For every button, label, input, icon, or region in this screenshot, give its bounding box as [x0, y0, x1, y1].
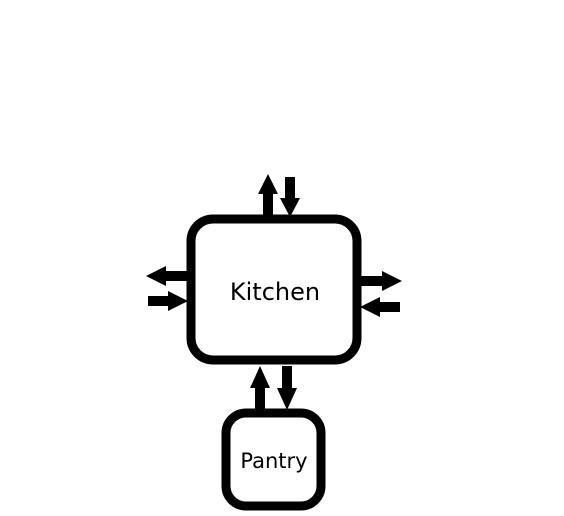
- kitchen-label: Kitchen: [230, 278, 320, 306]
- pantry-node: [221, 408, 326, 511]
- pantry-label: Pantry: [240, 449, 307, 473]
- kitchen-right-in-arrow: [360, 297, 400, 317]
- kitchen-right-out-arrow: [360, 271, 402, 291]
- kitchen-left-out-arrow: [146, 266, 188, 286]
- kitchen-top-in-arrow: [280, 177, 300, 217]
- kitchen-top-out-arrow: [258, 174, 278, 216]
- pantry-to-kitchen-arrow: [250, 366, 270, 412]
- kitchen-left-in-arrow: [148, 291, 188, 311]
- kitchen-node: [186, 214, 362, 365]
- kitchen-to-pantry-arrow: [277, 366, 297, 410]
